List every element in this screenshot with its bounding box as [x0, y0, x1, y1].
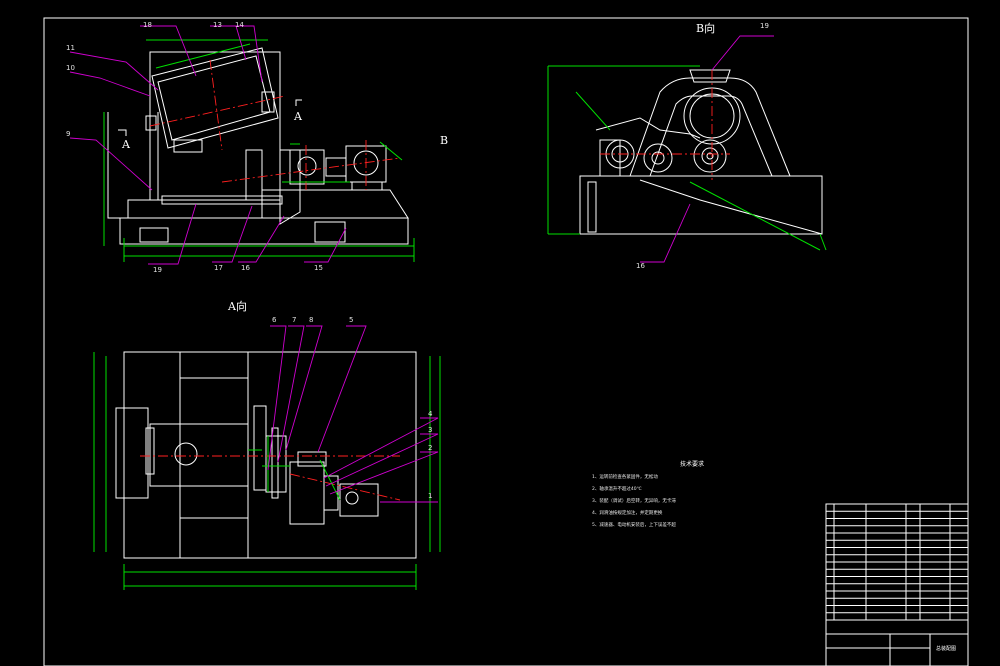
balloon: 14 — [235, 21, 244, 29]
a-view-labels: A向 6 7 8 5 4 3 2 1 — [227, 299, 433, 500]
tech-req-title: 技术要求 — [680, 460, 704, 468]
balloon: 8 — [309, 316, 313, 324]
balloon: 13 — [213, 21, 222, 29]
section-mark-a: A — [293, 110, 303, 123]
b-view-labels: B向 19 16 — [636, 21, 769, 270]
balloon: 15 — [314, 264, 323, 272]
tech-req-item: 5、减速器、电动机安装后，上下误差不超 — [592, 521, 676, 528]
view-title-b: B向 — [696, 21, 715, 35]
balloon: 11 — [66, 44, 75, 52]
balloon: 1 — [428, 492, 432, 500]
balloon: 10 — [66, 64, 75, 72]
view-mark-b: B — [440, 134, 448, 147]
b-view — [547, 35, 827, 263]
balloon: 4 — [428, 410, 433, 418]
main-view-balloons: 18 13 14 11 10 9 19 17 16 15 A A B — [66, 21, 448, 274]
balloon: 18 — [143, 21, 152, 29]
balloon: 9 — [66, 130, 70, 138]
title-block: 总装配图 — [825, 503, 969, 666]
balloon: 16 — [241, 264, 250, 272]
balloon: 3 — [428, 426, 432, 434]
section-mark-a: A — [121, 138, 131, 151]
view-title-a: A向 — [227, 299, 247, 313]
tech-req-item: 2、轴承温升不超过40℃ — [592, 485, 642, 492]
tech-req-item: 4、润滑油按规定加注，并定期更换 — [592, 509, 663, 516]
a-view — [93, 325, 441, 590]
tech-req-item: 3、装配（调试）后空转，无异响，无卡滞 — [592, 497, 676, 504]
main-view — [69, 25, 415, 265]
balloon: 17 — [214, 264, 223, 272]
balloon: 6 — [272, 316, 277, 324]
tech-req-item: 1、运转前检查各紧固件，无松动 — [592, 473, 658, 480]
drawing-frame — [43, 17, 969, 666]
balloon: 2 — [428, 444, 432, 452]
balloon: 19 — [760, 22, 769, 30]
drawing-name: 总装配图 — [936, 645, 956, 652]
balloon: 16 — [636, 262, 645, 270]
balloon: 5 — [349, 316, 353, 324]
balloon: 7 — [292, 316, 296, 324]
balloon: 19 — [153, 266, 162, 274]
technical-requirements: 技术要求 1、运转前检查各紧固件，无松动 2、轴承温升不超过40℃ 3、装配（调… — [592, 460, 704, 528]
